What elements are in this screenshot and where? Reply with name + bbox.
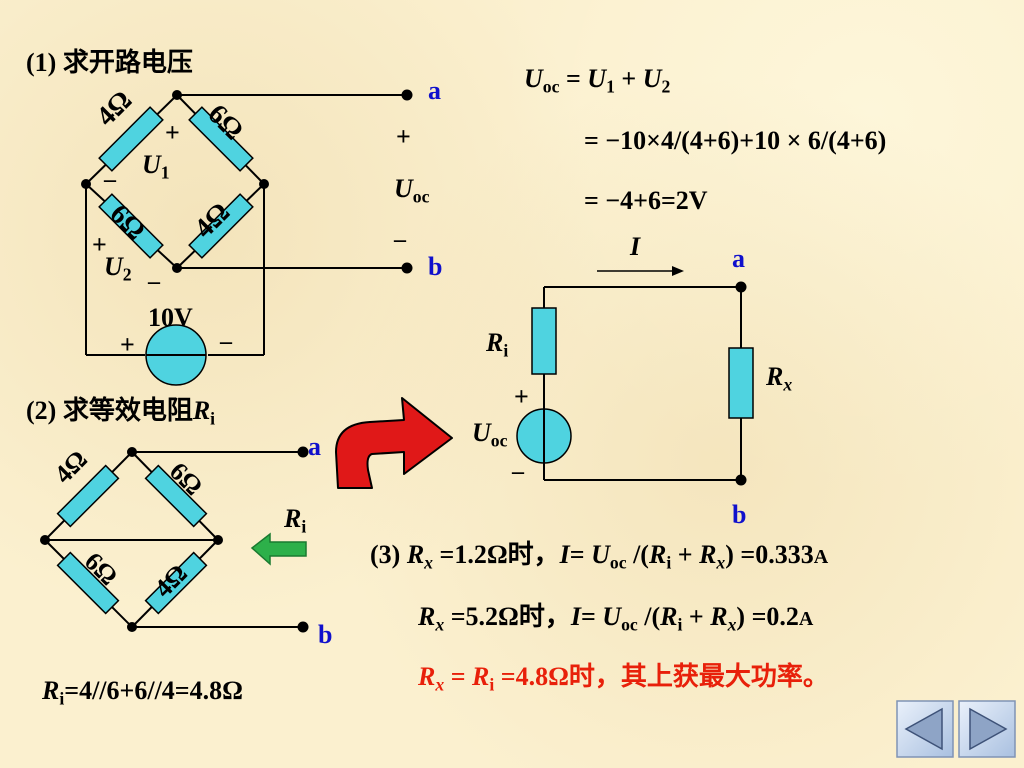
- bridge2-nodes: [40, 446, 309, 633]
- current-i-label: I: [630, 232, 641, 261]
- source-plus-sign: +: [120, 330, 135, 359]
- ri-label-part2: Ri: [284, 504, 307, 537]
- prev-slide-button[interactable]: [896, 700, 954, 758]
- part3-line-1: (3) Rx =1.2Ω时，I= Uoc /(Ri + Rx) =0.333A: [370, 540, 829, 573]
- node-b-part2: b: [318, 620, 333, 649]
- thevenin-equivalent-circuit: [543, 286, 742, 481]
- u2-plus-sign: +: [92, 230, 107, 259]
- node-b-equiv: b: [732, 500, 747, 529]
- resistor-6ohm-bottom-left: [98, 193, 164, 259]
- uoc-label-part1: Uoc: [394, 174, 430, 207]
- equation-line-3: = −4+6=2V: [584, 186, 708, 215]
- thevenin-components: [516, 266, 754, 486]
- equation-line-2: = −10×4/(4+6)+10 × 6/(4+6): [584, 126, 887, 155]
- ri-pointer-arrow-icon: [250, 532, 307, 566]
- node-b-part1: b: [428, 252, 443, 281]
- u2-label: U2: [104, 252, 132, 285]
- source-10v-label: 10V: [148, 303, 193, 332]
- bridge2-resistors: [56, 464, 208, 615]
- bridge1-resistors: [98, 106, 254, 259]
- source-minus-sign: –: [220, 329, 232, 355]
- resistor-rx: [728, 347, 754, 419]
- uoc-minus-equiv: –: [512, 459, 524, 485]
- node-a-part1: a: [428, 76, 441, 105]
- ri-result: Ri=4//6+6//4=4.8Ω: [42, 676, 243, 709]
- rx-label-equiv: Rx: [766, 362, 793, 395]
- bridge1-nodes: [81, 89, 413, 274]
- triangle-right-icon: [958, 700, 1016, 758]
- equation-line-1: Uoc = U1 + U2: [524, 64, 671, 97]
- u1-plus-sign: +: [165, 118, 180, 147]
- triangle-left-icon: [896, 700, 954, 758]
- resistor-ri: [531, 307, 557, 375]
- bridge-circuit-open-voltage: [85, 94, 407, 356]
- u1-minus-sign: –: [104, 167, 116, 193]
- part2-heading: (2) 求等效电阻Ri: [26, 396, 216, 429]
- uoc-label-equiv: Uoc: [472, 418, 508, 451]
- u2-minus-sign: –: [148, 269, 160, 295]
- transform-arrow-icon: [335, 397, 453, 489]
- part3-line-3-conclusion: Rx = Ri =4.8Ω时，其上获最大功率。: [418, 662, 829, 695]
- resistor-4ohm-top-left: [98, 106, 164, 172]
- ri-label-equiv: Ri: [486, 328, 509, 361]
- u1-label: U1: [142, 150, 170, 183]
- node-a-equiv: a: [732, 244, 745, 273]
- part1-heading: (1) 求开路电压: [26, 48, 193, 77]
- uoc-minus-sign: –: [394, 227, 406, 253]
- resistor-4ohm-bottom-right: [188, 193, 254, 259]
- part3-line-2: Rx =5.2Ω时，I= Uoc /(Ri + Rx) =0.2A: [418, 602, 814, 635]
- uoc-plus-equiv: +: [514, 382, 529, 411]
- resistor-6ohm-top-right: [188, 106, 254, 172]
- node-a-part2: a: [308, 432, 321, 461]
- uoc-plus-sign: +: [396, 122, 411, 151]
- next-slide-button[interactable]: [958, 700, 1016, 758]
- voltage-source-10v: [145, 324, 207, 386]
